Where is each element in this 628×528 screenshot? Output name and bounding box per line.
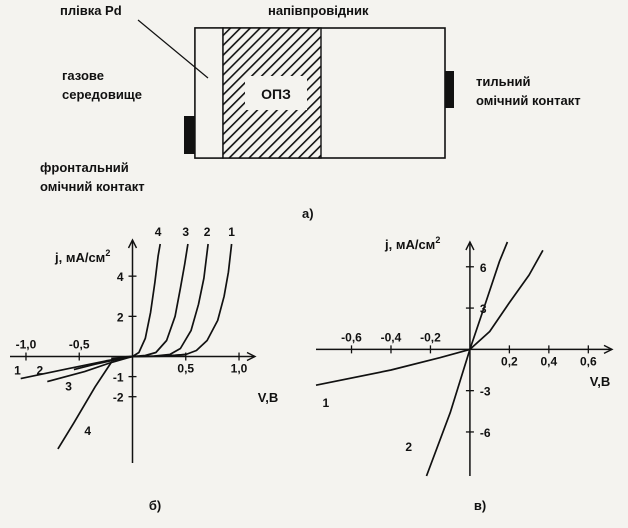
y-tick-label: -2: [113, 391, 124, 405]
x-tick-label: -0,6: [341, 330, 362, 344]
device-structure: ОПЗ плівка Pd напівпровідник газове сере…: [40, 3, 581, 221]
x-axis-label: V,B: [590, 374, 610, 389]
curve-label: 2: [204, 225, 211, 239]
front-contact-label-2: омічний контакт: [40, 179, 145, 194]
iv-curve-reverse-2: [20, 355, 133, 380]
y-axis-label: j, мА/см2: [384, 235, 440, 252]
curve-label: 1: [14, 364, 21, 378]
x-tick-label: -0,2: [420, 330, 441, 344]
y-tick-label: -3: [480, 385, 491, 399]
y-axis-arrow: [127, 238, 138, 249]
pd-film-label: плівка Pd: [60, 3, 122, 18]
x-axis-arrow: [246, 351, 257, 362]
curve-label: 1: [323, 396, 330, 410]
pd-film: [194, 27, 224, 159]
curve-label: 2: [405, 440, 412, 454]
x-axis-label: V,B: [258, 390, 278, 405]
scr-label: ОПЗ: [261, 86, 291, 102]
back-contact-label-1: тильний: [476, 74, 530, 89]
curve-label: 3: [182, 225, 189, 239]
iv-curve-1: [315, 249, 544, 387]
iv-chart-b: -1,0 -0,5 0,5 1,0 4 2 -1 -2 1 2 3 4 1 2 3 4 j, мА/см2V,B…: [10, 225, 278, 513]
y-axis-label: j, мА/см2: [54, 248, 110, 265]
gas-medium-label-1: газове: [62, 68, 104, 83]
x-tick-label: 0,6: [580, 354, 597, 368]
y-tick-label: 2: [117, 310, 124, 324]
gas-medium-label-2: середовище: [62, 87, 142, 102]
x-tick-label: 0,5: [177, 362, 194, 376]
front-ohmic-contact: [184, 116, 195, 154]
y-tick-label: -6: [480, 426, 491, 440]
x-axis-arrow: [603, 344, 614, 354]
iv-curve-4: [73, 243, 162, 371]
y-tick-label: 6: [480, 261, 487, 275]
y-tick-label: -1: [113, 371, 124, 385]
x-tick-label: -1,0: [16, 338, 37, 352]
y-axis-label-exponent: 2: [435, 235, 440, 245]
x-tick-label: -0,4: [381, 330, 402, 344]
back-contact-label-2: омічний контакт: [476, 93, 581, 108]
x-tick-label: -0,5: [69, 338, 90, 352]
caption-a: а): [302, 206, 314, 221]
curve-label: 2: [36, 364, 43, 378]
y-axis-arrow: [465, 240, 475, 251]
iv-curve-2: [121, 243, 209, 358]
chart-caption: б): [149, 498, 161, 513]
y-tick-label: 4: [117, 270, 124, 284]
y-axis-label-exponent: 2: [105, 248, 110, 258]
scr-label-box: [245, 76, 307, 110]
pd-film-pointer: [137, 19, 209, 79]
back-ohmic-contact: [445, 71, 454, 108]
iv-curve-2: [425, 241, 509, 477]
curve-label: 3: [65, 380, 72, 394]
x-tick-label: 0,4: [541, 354, 558, 368]
chart-caption: в): [474, 498, 486, 513]
curve-label: 4: [155, 225, 162, 239]
iv-curve-reverse-4: [57, 362, 112, 450]
x-tick-label: 0,2: [501, 354, 518, 368]
curve-label: 4: [84, 424, 91, 438]
iv-curve-1: [164, 353, 186, 357]
iv-curve-1: [121, 243, 233, 358]
iv-curve-reverse-3: [47, 355, 133, 383]
x-tick-label: 1,0: [231, 362, 248, 376]
curve-label: 1: [228, 225, 235, 239]
semiconductor-label: напівпровідник: [268, 3, 369, 18]
front-contact-label-1: фронтальний: [40, 160, 129, 175]
iv-curve-3: [111, 243, 189, 360]
